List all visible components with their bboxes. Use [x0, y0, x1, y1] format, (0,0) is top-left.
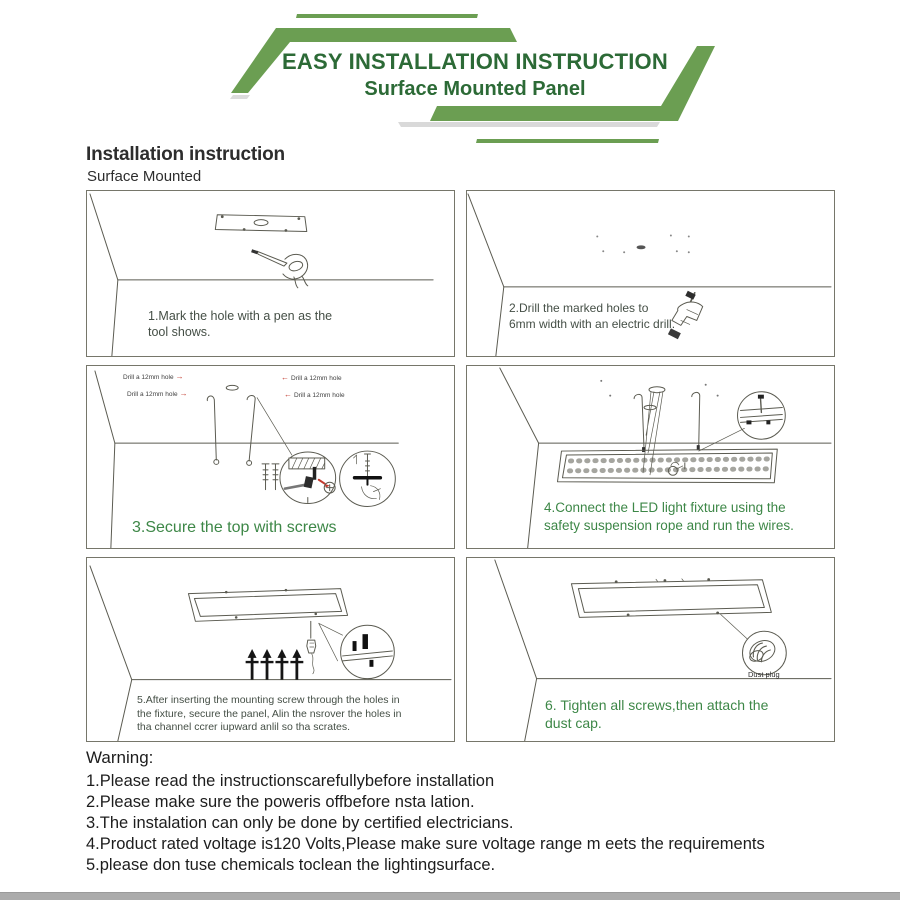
header-bottom-right-bracket: [430, 46, 715, 121]
suspension-rods: [633, 391, 701, 453]
room-corner-lines: [494, 559, 538, 741]
room-corner-lines: [94, 370, 116, 548]
step-4-drawing: [499, 367, 832, 548]
step-2-panel: 2.Drill the marked holes to 6mm width wi…: [466, 190, 835, 357]
step-3-caption: 3.Secure the top with screws: [132, 519, 337, 536]
step-4-caption: 4.Connect the LED light fixture using th…: [544, 500, 794, 533]
red-arrow-icon: ←: [281, 373, 289, 382]
step-1-drawing: [89, 193, 434, 356]
step-5-drawing: [89, 565, 452, 741]
page-subtitle: Surface Mounted: [87, 168, 202, 185]
warning-section: Warning: 1.Please read the instructionsc…: [86, 748, 765, 876]
warning-item: 2.Please make sure the poweris offbefore…: [86, 793, 475, 811]
suspension-wires: [206, 395, 256, 466]
step-3-drawing: [94, 370, 399, 548]
step-2-caption: 2.Drill the marked holes to 6mm width wi…: [509, 301, 676, 331]
drill-hole-label: ← Drill a 12mm hole: [284, 390, 345, 399]
inset-pointer-line: [256, 397, 293, 456]
red-arrow-icon: →: [179, 389, 188, 398]
panel-fixture: [187, 588, 349, 622]
step-6-panel: Dust plug 6. Tighten all screws,then att…: [466, 557, 835, 742]
page-title: Installation instruction: [86, 144, 285, 165]
step-4-panel: 4.Connect the LED light fixture using th…: [466, 365, 835, 549]
drill-hole-label: ← Drill a 12mm hole: [281, 373, 342, 382]
ceiling-marks: [596, 234, 690, 254]
step-5-caption: 5.After inserting the mounting screw thr…: [137, 694, 402, 734]
header-decoration: [230, 14, 715, 143]
room-corner-lines: [499, 367, 540, 548]
warning-title: Warning:: [86, 748, 154, 767]
red-arrow-icon: →: [175, 372, 184, 381]
led-fixture: [557, 448, 778, 484]
inset-pointer-line: [720, 614, 748, 640]
step-1-panel: 1.Mark the hole with a pen as the tool s…: [86, 190, 455, 357]
room-corner-lines: [89, 193, 119, 356]
horizontal-scrollbar[interactable]: [0, 892, 900, 900]
room-corner-lines: [467, 193, 505, 356]
warning-item: 4.Product rated voltage is120 Volts,Plea…: [86, 835, 765, 853]
header-title: EASY INSTALLATION INSTRUCTION: [282, 49, 668, 74]
mounting-screws: [245, 649, 304, 680]
room-corner-lines: [89, 565, 133, 741]
drill-hole-label: Drill a 12mm hole →: [127, 389, 188, 398]
dust-plug-inset: [742, 630, 787, 676]
step-2-drawing: [467, 193, 832, 356]
header-top-left-bracket: [231, 28, 517, 93]
ceiling-marks: [600, 379, 719, 397]
step-5-panel: 5.After inserting the mounting screw thr…: [86, 557, 455, 742]
safety-rope: [642, 386, 666, 476]
header-thin-line-bottom: [476, 139, 659, 143]
inset-pointer-line: [698, 427, 745, 452]
warning-item: 3.The instalation can only be done by ce…: [86, 814, 514, 832]
header-thin-line-top: [296, 14, 478, 18]
step-6-caption: 6. Tighten all screws,then attach the du…: [545, 697, 769, 732]
wiring-detail: [667, 462, 686, 476]
red-arrow-icon: ←: [284, 390, 292, 399]
step-6-drawing: [494, 559, 832, 741]
rod-attachment-inset: [737, 391, 786, 440]
inset-pointer-lines: [318, 622, 343, 662]
pen-hand-icon: [251, 249, 309, 289]
step-3-panel: Drill a 12mm hole → Drill a 12mm hole → …: [86, 365, 455, 549]
mounted-panel: [570, 578, 772, 618]
dust-plug-label: Dust plug: [748, 670, 780, 679]
screws: [261, 463, 280, 491]
warning-item: 1.Please read the instructionscarefullyb…: [86, 772, 495, 790]
drill-hole-label: Drill a 12mm hole →: [123, 372, 184, 381]
screw-driving-inset: [339, 450, 396, 507]
header-subtitle: Surface Mounted Panel: [364, 78, 586, 100]
warning-item: 5.please don tuse chemicals toclean the …: [86, 856, 496, 874]
mounting-template: [214, 214, 308, 233]
hammer-anchor-inset: [279, 451, 337, 504]
electric-drill-icon: [667, 290, 704, 340]
channel-inset: [340, 624, 395, 680]
wire-connector: [306, 620, 317, 675]
step-1-caption: 1.Mark the hole with a pen as the tool s…: [148, 309, 333, 340]
